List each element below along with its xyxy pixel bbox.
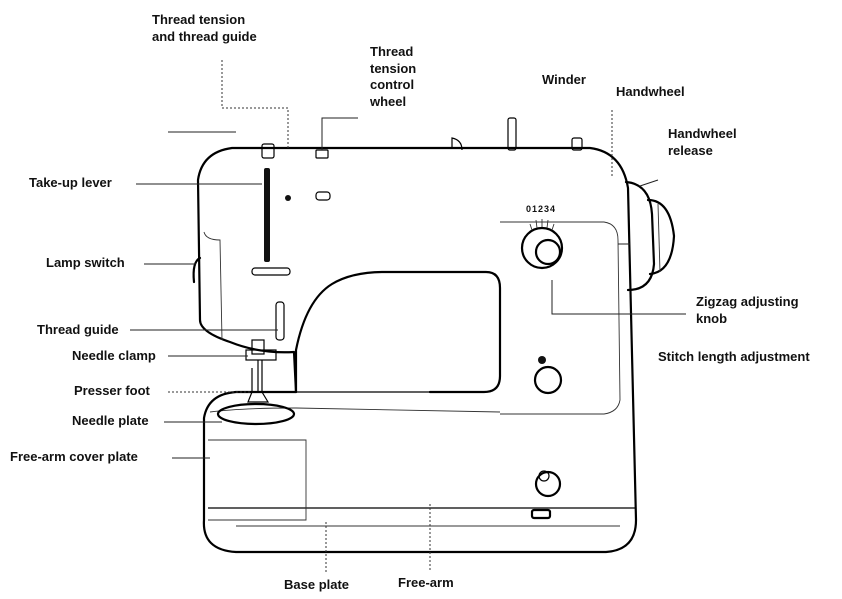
spool-pin-left [261,143,275,159]
bobbin-window [251,267,291,276]
spool-pin-right [571,137,583,151]
head-divider [203,231,223,341]
arm-opening [294,270,502,394]
take-up-lever-slot [264,168,270,262]
handwheel [624,180,656,292]
label-needle-plate: Needle plate [72,413,149,428]
needle-bar [251,339,265,355]
leader-handwheel-release [639,179,659,187]
free-arm-panel [209,407,501,413]
free-arm-cover-plate [208,439,307,521]
label-free-arm: Free-arm [398,575,454,590]
leader-lines [130,60,686,572]
label-stitch-length: Stitch length adjustment [658,349,810,364]
lamp-switch [192,256,202,284]
label-base-plate: Base plate [284,577,350,592]
label-thread-tension-guide: Thread tension and thread guide [152,12,257,44]
lower-knob [534,470,562,498]
handwheel-release-knob [646,198,676,276]
machine-body-outline [196,146,638,554]
label-needle-clamp: Needle clamp [72,348,156,363]
winder-spindle [507,117,517,151]
thread-guide-top [451,137,463,151]
lower-thread-guide [275,301,285,341]
label-winder: Winder [542,72,586,87]
bottom-lever [530,508,552,520]
upper-panel [500,221,621,415]
label-handwheel: Handwheel [616,84,685,99]
zigzag-adjusting-knob [520,219,564,270]
zigzag-scale: 01234 [526,204,556,214]
needle-clamp [245,349,277,361]
label-free-arm-cover-plate: Free-arm cover plate [10,449,138,464]
label-tension-control-wheel: Thread tension control wheel [370,44,417,109]
label-handwheel-release: Handwheel release [668,126,737,158]
needle-plate [216,402,296,426]
leader-thread-tension-guide [221,60,289,150]
label-presser-foot: Presser foot [74,383,150,398]
label-lamp-switch: Lamp switch [46,255,125,270]
sewing-machine-illustration: 01234 [192,117,676,554]
handwheel-rim [657,203,661,273]
label-thread-guide: Thread guide [37,322,119,337]
presser-foot [247,360,270,403]
leader-zigzag [551,280,686,315]
stitch-length-knob [533,356,563,395]
leader-tension-control-wheel [321,117,358,150]
label-zigzag-knob: Zigzag adjusting knob [696,294,799,326]
label-take-up-lever: Take-up lever [29,175,112,190]
thread-tension-dot [285,195,291,201]
tension-indicator [315,191,331,201]
